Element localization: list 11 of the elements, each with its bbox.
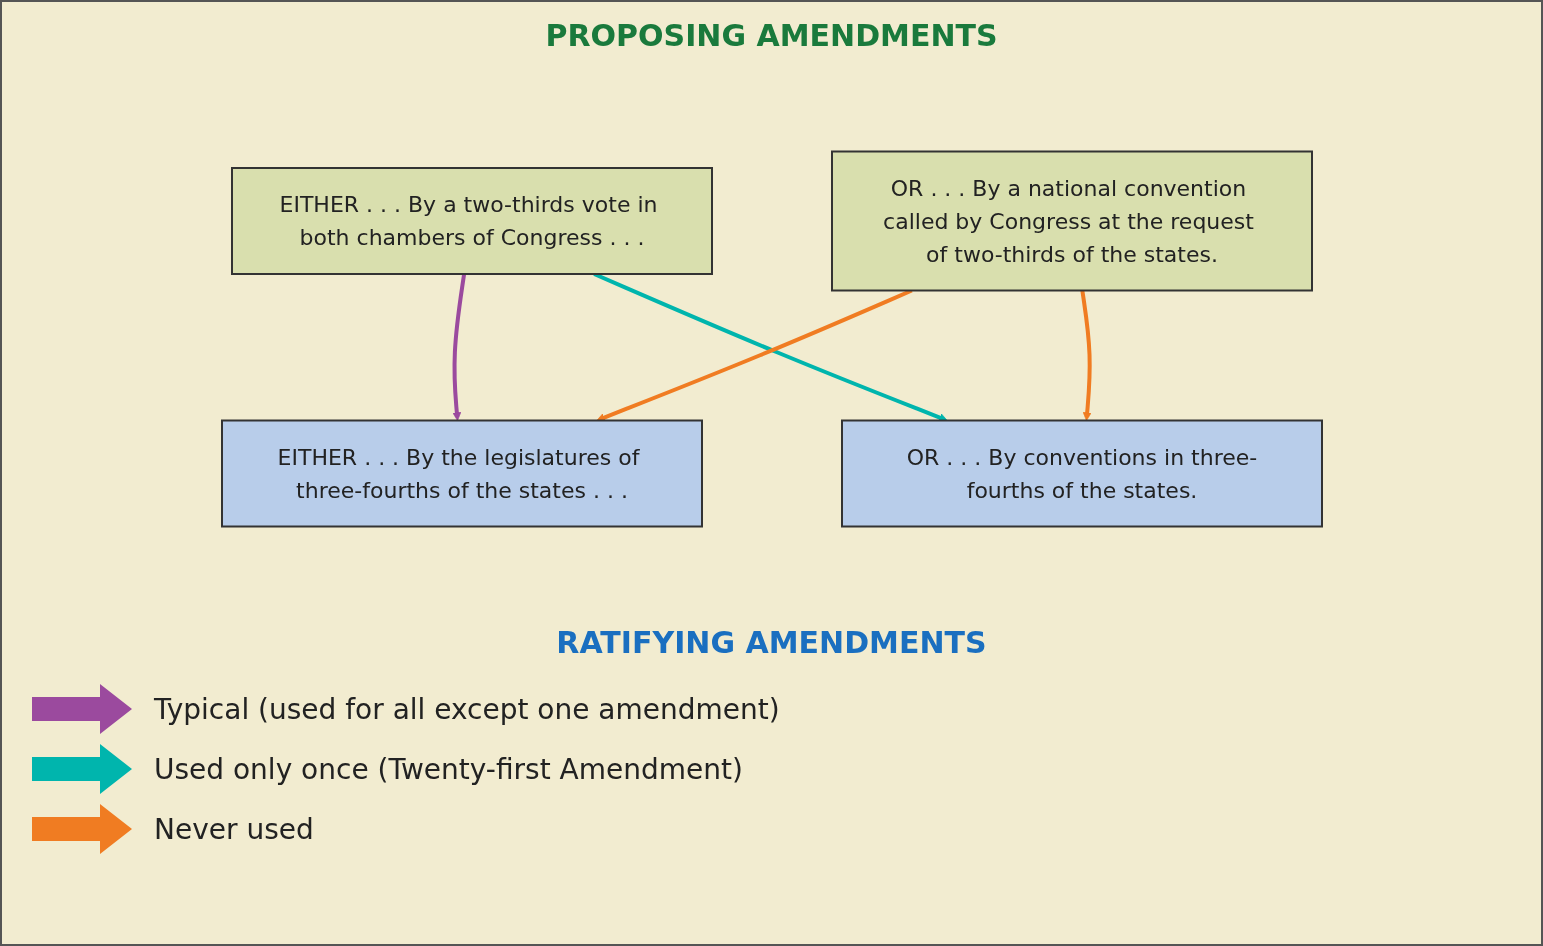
node-box: EITHER . . . By the legislatures of three-fourths of the states . . .	[220, 419, 703, 528]
section-heading: RATIFYING AMENDMENTS	[556, 625, 987, 660]
legend-text: Typical (used for all except one amendment)	[154, 692, 780, 726]
arrow	[451, 273, 466, 421]
section-heading: PROPOSING AMENDMENTS	[545, 18, 998, 53]
node-box: OR . . . By a national convention called by Congress at the request of two-thirds of the states.	[830, 150, 1313, 292]
node-box: OR . . . By conventions in three-fourths of the states.	[840, 419, 1323, 528]
legend-text: Never used	[154, 812, 314, 846]
node-box: EITHER . . . By a two-thirds vote in both chambers of Congress . . .	[230, 167, 713, 275]
legend-text: Used only once (Twenty-first Amendment)	[154, 752, 743, 786]
arrow	[1079, 290, 1092, 421]
